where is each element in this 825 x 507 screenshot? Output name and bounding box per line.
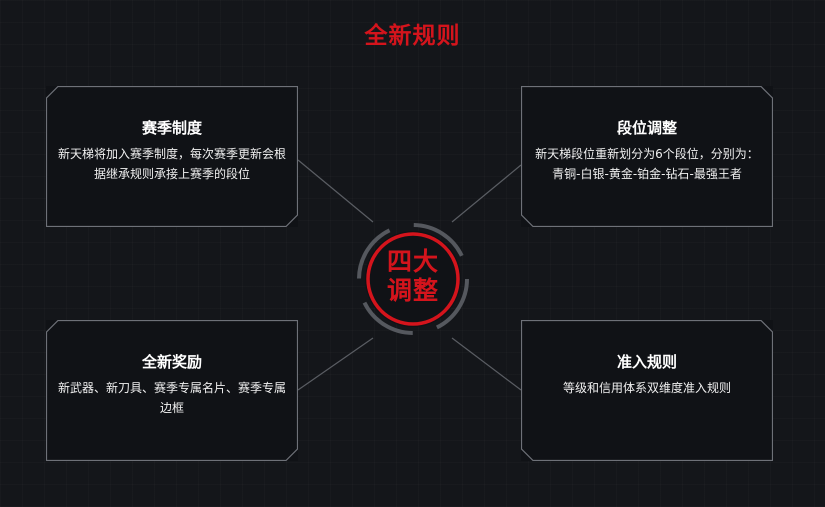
center-label-line: 四大 (386, 247, 439, 276)
center-label: 四大 调整 (353, 247, 473, 305)
card-frame (521, 320, 773, 461)
card-entry-rules: 准入规则 等级和信用体系双维度准入规则 (521, 320, 773, 461)
card-title: 准入规则 (616, 353, 677, 371)
card-frame (46, 320, 298, 461)
center-label-line: 调整 (386, 276, 439, 305)
card-new-rewards: 全新奖励 新武器、新刀具、赛季专属名片、赛季专属边框 (46, 320, 298, 461)
page-title: 全新规则 (364, 23, 461, 49)
card-description-line: 青铜-白银-黄金-铂金-钻石-最强王者 (552, 167, 742, 181)
card-description: 新武器、新刀具、赛季专属名片、赛季专属边框 (57, 381, 286, 415)
card-title: 全新奖励 (141, 353, 202, 371)
center-ring (357, 223, 469, 335)
card-frame (521, 86, 773, 227)
card-frame (46, 86, 298, 227)
card-title: 赛季制度 (141, 119, 202, 137)
card-description: 新天梯将加入赛季制度，每次赛季更新会根据继承规则承接上赛季的段位 (57, 147, 286, 181)
card-description: 新天梯段位重新划分为6个段位，分别为： 青铜-白银-黄金-铂金-钻石-最强王者 (529, 144, 765, 184)
card-description: 等级和信用体系双维度准入规则 (562, 381, 731, 395)
card-rank-adjustment: 段位调整 新天梯段位重新划分为6个段位，分别为： 青铜-白银-黄金-铂金-钻石-… (521, 86, 773, 227)
card-description-line: 新天梯段位重新划分为6个段位，分别为： (535, 147, 759, 161)
card-season-system: 赛季制度 新天梯将加入赛季制度，每次赛季更新会根据继承规则承接上赛季的段位 (46, 86, 298, 227)
center-badge: 四大 调整 (353, 219, 473, 339)
card-title: 段位调整 (616, 119, 677, 137)
